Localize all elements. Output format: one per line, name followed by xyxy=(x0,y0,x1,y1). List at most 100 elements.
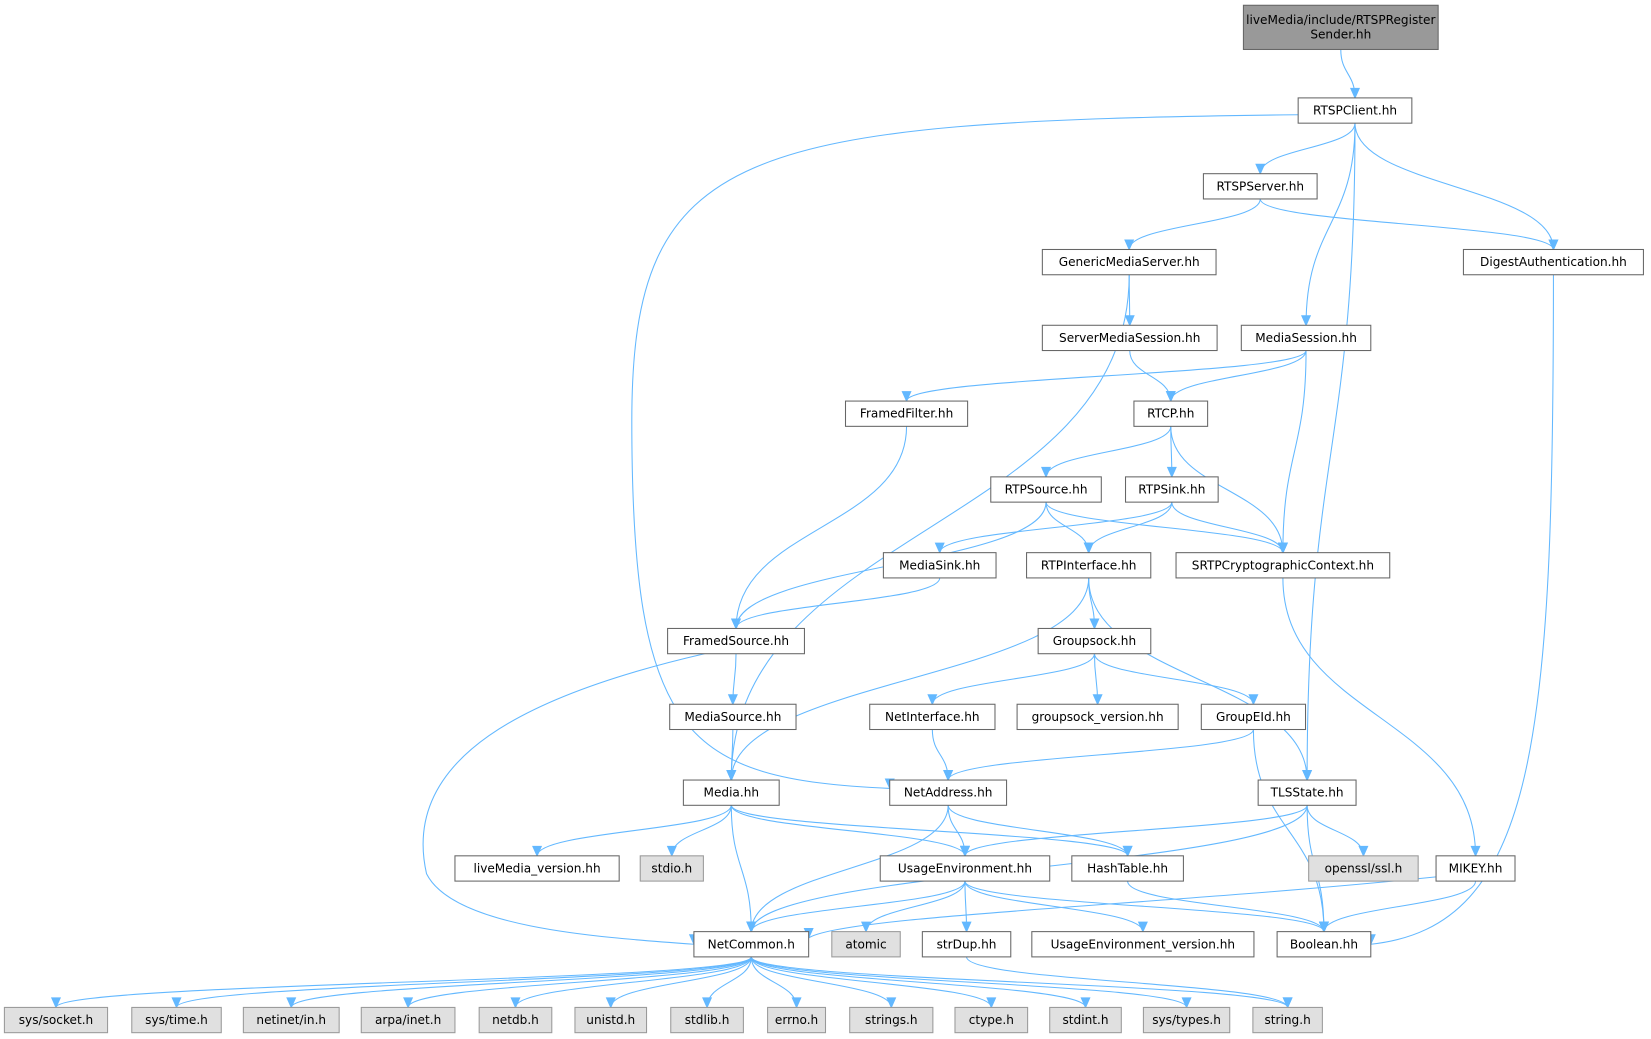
node-box xyxy=(682,779,780,806)
node-tlsstate[interactable]: TLSState.hh xyxy=(1257,779,1357,806)
node-stdio[interactable]: stdio.h xyxy=(639,855,704,882)
edges-layer xyxy=(50,49,1559,1009)
node-errno[interactable]: errno.h xyxy=(767,1006,827,1034)
node-genericmediaserver[interactable]: GenericMediaServer.hh xyxy=(1041,248,1217,276)
node-box xyxy=(1175,552,1391,579)
node-media[interactable]: Media.hh xyxy=(682,779,780,806)
node-rtspclient[interactable]: RTSPClient.hh xyxy=(1297,97,1413,124)
node-stdlib[interactable]: stdlib.h xyxy=(670,1006,744,1034)
node-ctype[interactable]: ctype.h xyxy=(954,1006,1029,1034)
edge-rtpsource-to-srtp xyxy=(1045,501,1284,553)
node-label: groupsock_version.hh xyxy=(1032,710,1164,724)
node-netinet-in[interactable]: netinet/in.h xyxy=(242,1006,340,1034)
node-label: RTCP.hh xyxy=(1147,407,1194,421)
node-hashtable[interactable]: HashTable.hh xyxy=(1071,855,1184,882)
node-strings[interactable]: strings.h xyxy=(849,1006,934,1034)
arrowhead-icon xyxy=(959,845,971,858)
node-rtspserver[interactable]: RTSPServer.hh xyxy=(1202,173,1318,200)
node-groupeid[interactable]: GroupEId.hh xyxy=(1200,703,1307,731)
node-rtpsource[interactable]: RTPSource.hh xyxy=(990,476,1102,503)
node-groupsock-version[interactable]: groupsock_version.hh xyxy=(1016,703,1179,731)
node-box xyxy=(1242,4,1439,51)
node-label: Groupsock.hh xyxy=(1053,634,1136,648)
arrowhead-icon xyxy=(727,694,738,706)
edge-rtspclient-to-rtspserver xyxy=(1259,123,1356,174)
node-label: openssl/ssl.h xyxy=(1325,861,1403,875)
node-rtpsink[interactable]: RTPSink.hh xyxy=(1124,476,1219,503)
edge-rtspclient-to-mediasession xyxy=(1305,123,1356,326)
node-label: Boolean.hh xyxy=(1290,937,1358,951)
node-openssl[interactable]: openssl/ssl.h xyxy=(1308,855,1419,882)
node-box xyxy=(767,1006,827,1034)
edge-usageenvironment-to-ue-version xyxy=(964,880,1144,932)
edge-strdup-to-string xyxy=(966,956,1289,1008)
edge-mediasession-to-framedfilter xyxy=(906,350,1307,402)
edge-rtpsink-to-srtp xyxy=(1171,502,1284,553)
node-box xyxy=(3,1006,109,1034)
edge-groupeid-to-netaddress xyxy=(947,729,1254,781)
node-arpa-inet[interactable]: arpa/inet.h xyxy=(360,1006,456,1034)
node-atomic[interactable]: atomic xyxy=(831,931,901,958)
arrowhead-icon xyxy=(746,921,757,933)
node-digestauth[interactable]: DigestAuthentication.hh xyxy=(1462,248,1644,276)
node-label: NetInterface.hh xyxy=(885,710,980,724)
node-box xyxy=(1435,855,1516,882)
node-sys-socket[interactable]: sys/socket.h xyxy=(3,1006,109,1034)
arrowhead-icon xyxy=(1166,466,1177,479)
node-unistd[interactable]: unistd.h xyxy=(574,1006,648,1034)
arrowhead-icon xyxy=(1122,845,1133,858)
node-stdint[interactable]: stdint.h xyxy=(1049,1006,1122,1034)
node-netinterface[interactable]: NetInterface.hh xyxy=(869,703,996,731)
edge-netcommon-to-ctype xyxy=(750,956,992,1008)
node-label: NetAddress.hh xyxy=(904,786,993,800)
node-label: NetCommon.h xyxy=(708,937,795,951)
node-framedsource[interactable]: FramedSource.hh xyxy=(667,627,805,655)
node-groupsock[interactable]: Groupsock.hh xyxy=(1037,627,1152,655)
node-mediasink[interactable]: MediaSink.hh xyxy=(882,552,997,579)
node-netaddress[interactable]: NetAddress.hh xyxy=(889,779,1008,806)
edge-mediasession-to-srtp xyxy=(1282,350,1307,553)
node-livemedia-version[interactable]: liveMedia_version.hh xyxy=(454,855,620,882)
node-label: RTPInterface.hh xyxy=(1041,558,1137,572)
node-label: string.h xyxy=(1265,1013,1311,1027)
node-box xyxy=(1026,552,1152,579)
node-rtpinterface[interactable]: RTPInterface.hh xyxy=(1026,552,1152,579)
node-mediasource[interactable]: MediaSource.hh xyxy=(669,703,797,731)
arrowhead-icon xyxy=(927,694,938,706)
node-netdb[interactable]: netdb.h xyxy=(478,1006,553,1034)
arrowhead-icon xyxy=(1080,997,1091,1009)
node-box xyxy=(879,855,1051,882)
node-strdup[interactable]: strDup.hh xyxy=(921,931,1012,958)
node-string[interactable]: string.h xyxy=(1252,1006,1323,1034)
node-usageenvironment[interactable]: UsageEnvironment.hh xyxy=(879,855,1051,882)
arrowhead-icon xyxy=(726,770,737,782)
arrowhead-icon xyxy=(886,997,897,1009)
node-ue-version[interactable]: UsageEnvironment_version.hh xyxy=(1031,931,1255,958)
node-framedfilter[interactable]: FramedFilter.hh xyxy=(844,400,969,427)
node-netcommon[interactable]: NetCommon.h xyxy=(693,931,810,958)
arrowhead-icon xyxy=(1277,542,1288,554)
edge-framedfilter-to-framedsource xyxy=(735,426,908,629)
node-box xyxy=(1308,855,1419,882)
node-label: RTPSource.hh xyxy=(1005,482,1088,496)
node-srtp[interactable]: SRTPCryptographicContext.hh xyxy=(1175,552,1391,579)
node-box xyxy=(1276,931,1372,958)
arrowhead-icon xyxy=(403,997,414,1009)
edge-rtpinterface-to-tlsstate xyxy=(1088,577,1308,781)
node-box xyxy=(1257,779,1357,806)
edge-netcommon-to-string xyxy=(750,956,1289,1008)
node-sys-time[interactable]: sys/time.h xyxy=(131,1006,222,1034)
node-box xyxy=(131,1006,222,1034)
node-rtcp[interactable]: RTCP.hh xyxy=(1133,400,1209,427)
node-label: FramedSource.hh xyxy=(683,634,789,648)
node-servermediasession[interactable]: ServerMediaSession.hh xyxy=(1041,324,1218,352)
node-box xyxy=(1049,1006,1122,1034)
edge-framedsource-to-netcommon xyxy=(422,653,705,945)
node-mikey[interactable]: MIKEY.hh xyxy=(1435,855,1516,882)
edge-rtspclient-to-netaddress xyxy=(631,114,1299,789)
node-sys-types[interactable]: sys/types.h xyxy=(1142,1006,1231,1034)
edge-mediasink-to-framedsource xyxy=(735,577,941,629)
node-boolean[interactable]: Boolean.hh xyxy=(1276,931,1372,958)
node-mediasession[interactable]: MediaSession.hh xyxy=(1240,324,1372,352)
